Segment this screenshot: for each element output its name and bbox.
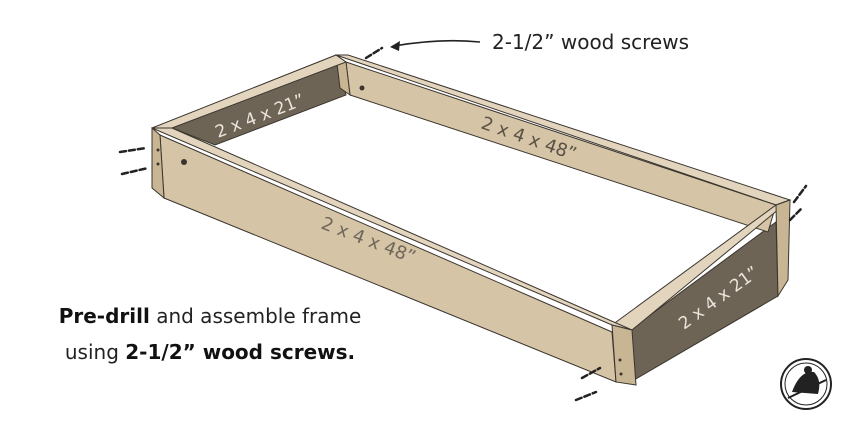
screw-hole [618, 358, 622, 362]
instruction-bold-predrill: Pre-drill [58, 304, 150, 328]
woodworker-logo-icon [780, 358, 832, 410]
screw-hole [156, 162, 160, 166]
front-short-board-face [775, 199, 791, 298]
instruction-bold-screws: 2-1/2” wood screws. [125, 340, 356, 364]
callout-arrowhead [390, 41, 400, 51]
instruction-line-1: Pre-drill and assemble frame [40, 298, 380, 334]
front-long-board-end-right [611, 324, 637, 386]
screw-hole [359, 85, 365, 91]
screw-hole [181, 159, 187, 165]
screw-hole [619, 372, 623, 376]
screw-hole [156, 148, 160, 152]
screw-callout-label: 2-1/2” wood screws [492, 30, 690, 54]
screw-icon [118, 46, 808, 402]
back-long-board-top [335, 54, 792, 206]
instruction-line-2-prefix: using [64, 340, 126, 364]
back-short-board-inner-face [170, 61, 347, 146]
callout-arrow [393, 39, 481, 47]
instruction-line-2: using 2-1/2” wood screws. [40, 334, 380, 370]
instruction-line-1-rest: and assemble frame [149, 304, 362, 328]
instruction-text: Pre-drill and assemble frame using 2-1/2… [40, 298, 380, 370]
